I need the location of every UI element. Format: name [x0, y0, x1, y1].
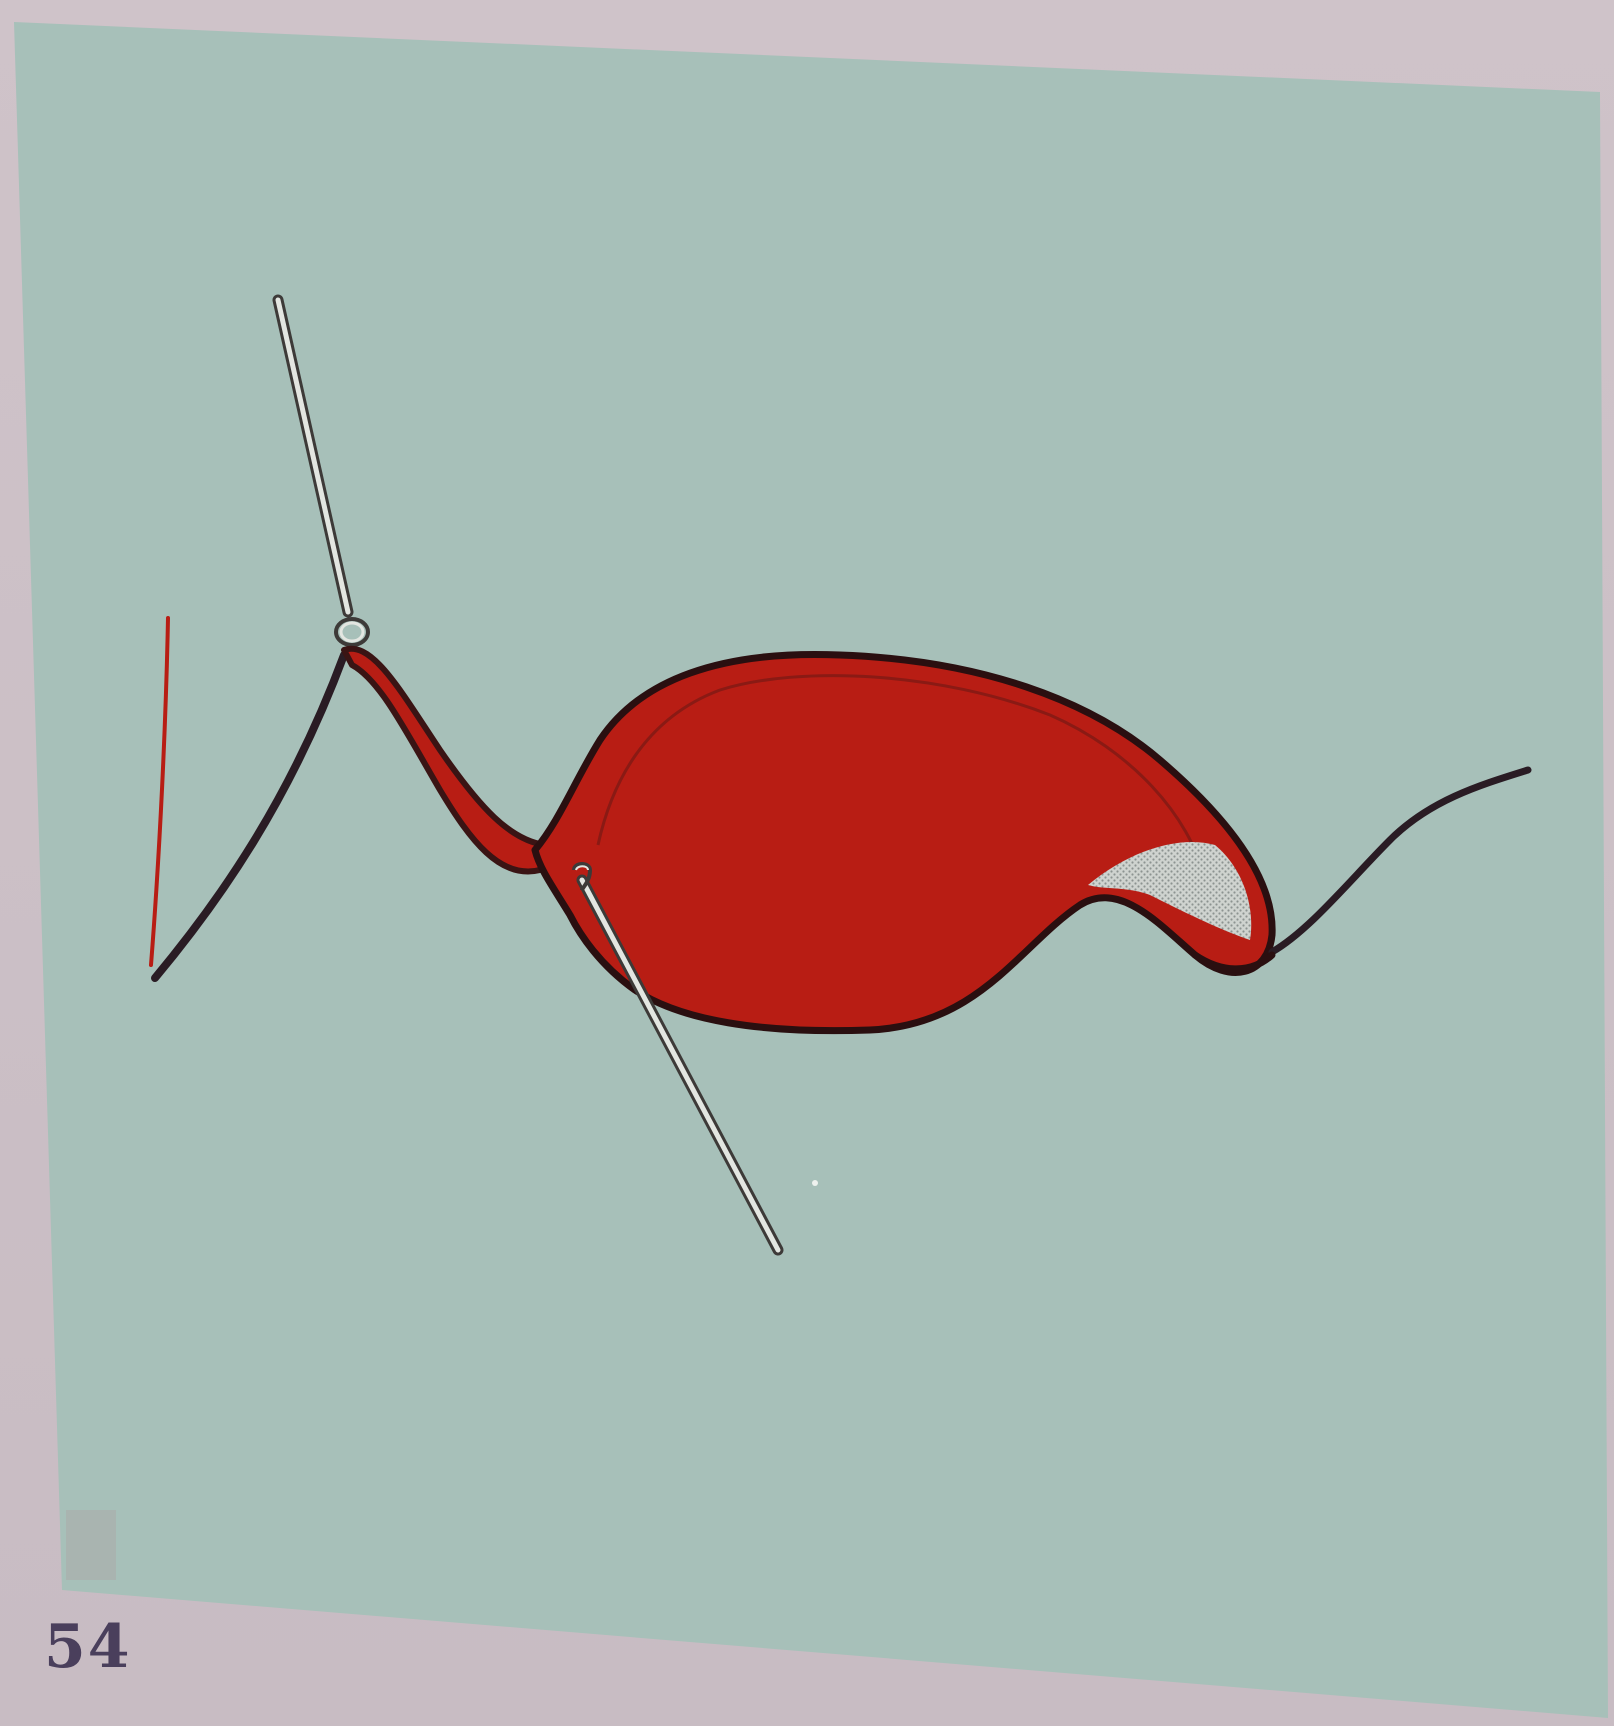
speck [812, 1180, 818, 1186]
label-patch [66, 1510, 116, 1580]
figure-number: 54 [44, 1612, 132, 1682]
